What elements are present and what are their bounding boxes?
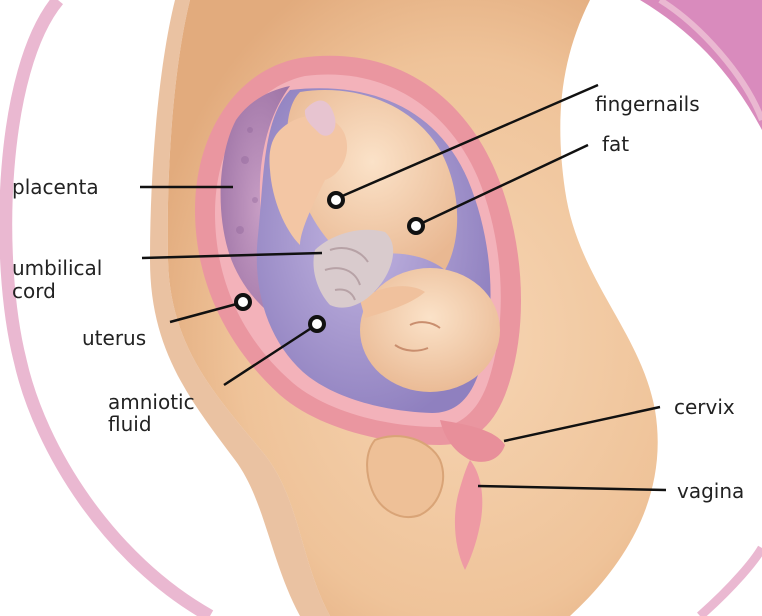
label-amniotic-fluid-line1: amniotic	[108, 392, 195, 413]
label-fat: fat	[602, 134, 629, 155]
fetus-head	[360, 268, 500, 392]
label-placenta: placenta	[12, 177, 99, 198]
label-amniotic-fluid-line2: fluid	[108, 414, 152, 435]
label-fingernails: fingernails	[595, 94, 700, 115]
fingernails-marker	[329, 193, 343, 207]
label-umbilical-cord-line2: cord	[12, 281, 56, 302]
amniotic-fluid-marker	[310, 317, 324, 331]
fat-marker	[409, 219, 423, 233]
uterus-marker	[236, 295, 250, 309]
label-uterus: uterus	[82, 328, 146, 349]
label-vagina: vagina	[677, 481, 744, 502]
label-umbilical-cord-line1: umbilical	[12, 258, 102, 279]
label-cervix: cervix	[674, 397, 735, 418]
